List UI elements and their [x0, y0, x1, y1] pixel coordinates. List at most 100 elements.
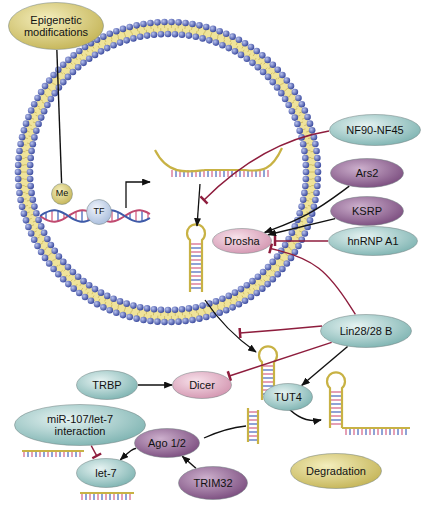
lipid-head	[120, 26, 127, 33]
protein-ellipse: Ago 1/2	[134, 428, 200, 458]
lipid-head	[253, 290, 260, 297]
lipid-head	[27, 176, 34, 183]
lipid-head	[38, 223, 45, 230]
ellipse-shape	[291, 454, 382, 489]
lipid-head	[38, 249, 45, 256]
lipid-head	[313, 148, 320, 155]
lipid-head	[28, 148, 35, 155]
nucleotide	[43, 452, 45, 457]
base-pair	[57, 211, 59, 222]
lipid-head	[223, 30, 230, 37]
base-pair	[191, 275, 201, 277]
lipid-head	[42, 83, 49, 90]
lipid-head	[110, 42, 117, 49]
lipid-head	[294, 121, 301, 128]
pathway-arrows	[126, 131, 329, 438]
lipid-head	[265, 264, 272, 271]
lipid-head	[288, 83, 295, 90]
lipid-head	[44, 102, 51, 109]
lipid-head	[278, 248, 285, 255]
lipid-head	[23, 217, 30, 224]
lipid-head	[285, 236, 292, 243]
base-pair	[331, 403, 341, 405]
lipid-head	[260, 269, 267, 276]
factor-ellipse: Ars2	[330, 158, 404, 188]
lipid-head	[25, 224, 32, 231]
base-pair	[191, 243, 201, 245]
lipid-head	[299, 236, 306, 243]
lipid-head	[242, 40, 249, 47]
node-text-group: Me	[53, 189, 71, 199]
lipid-head	[140, 317, 147, 324]
export-arrow	[205, 300, 256, 352]
lipid-head	[206, 37, 213, 44]
base-pair	[249, 419, 257, 421]
lipid-head	[70, 69, 77, 76]
lipid-head	[307, 120, 314, 127]
base-pair	[263, 385, 273, 387]
lipid-head	[229, 33, 236, 40]
nucleotide	[405, 429, 407, 435]
base-pair	[331, 411, 341, 413]
factor-ellipse: Lin28/28 B	[320, 314, 412, 348]
lipid-head	[303, 176, 310, 183]
lipid-head	[312, 197, 319, 204]
node-text-group: TF	[88, 207, 110, 217]
nucleotide	[113, 494, 115, 500]
ellipse-shape	[173, 372, 232, 399]
nucleotide	[267, 170, 269, 177]
ellipse-shape	[87, 200, 112, 225]
lipid-head	[92, 52, 99, 59]
base-pair	[135, 210, 137, 221]
nuclear-membrane	[15, 19, 322, 326]
base-pair	[191, 251, 201, 253]
lipid-head	[27, 169, 34, 176]
lipid-head	[196, 315, 203, 322]
rna-strand	[247, 408, 249, 442]
lipid-head	[265, 74, 272, 81]
ellipse-shape	[179, 467, 248, 500]
lipid-head	[278, 90, 285, 97]
lipid-head	[75, 64, 82, 71]
nucleotide	[397, 429, 399, 435]
lipid-head	[260, 69, 267, 76]
lipid-head	[172, 307, 179, 314]
lipid-head	[269, 259, 276, 266]
nucleotide	[89, 494, 91, 500]
nucleotides	[346, 429, 406, 435]
lipid-head	[104, 293, 111, 300]
node-label: TRBP	[81, 379, 133, 391]
lipid-head	[302, 107, 309, 114]
node-text-group: Dicer	[177, 379, 227, 391]
lipid-head	[315, 176, 322, 183]
node-text-group: TRIM32	[184, 477, 243, 489]
lipid-head	[19, 134, 26, 141]
lipid-head	[165, 31, 172, 38]
lipid-head	[229, 304, 236, 311]
lipid-head	[94, 301, 101, 308]
lipid-head	[130, 302, 137, 309]
base-pair	[249, 435, 257, 437]
mature-mirna	[80, 493, 134, 500]
lipid-head	[203, 314, 210, 321]
rna-strand	[257, 410, 259, 444]
lipid-head	[137, 34, 144, 41]
lipid-head	[302, 155, 309, 162]
lipid-head	[48, 96, 55, 103]
ellipse-shape	[329, 227, 418, 256]
lipid-heads	[15, 19, 322, 326]
lipid-head	[172, 31, 179, 38]
node-label: Drosha	[217, 235, 267, 247]
node-label: TF	[88, 207, 110, 217]
rna-strand	[155, 148, 282, 171]
node-text-group: KSRP	[336, 205, 398, 217]
lipid-head	[270, 276, 277, 283]
lipid-head	[179, 31, 186, 38]
lipid-head	[249, 278, 256, 285]
lipid-head	[76, 48, 83, 55]
nucleotide	[401, 429, 403, 435]
rna-strand	[22, 450, 84, 452]
lipid-head	[312, 141, 319, 148]
factor-ellipse: NF90-NF45	[329, 114, 421, 146]
lipid-head	[175, 19, 182, 26]
